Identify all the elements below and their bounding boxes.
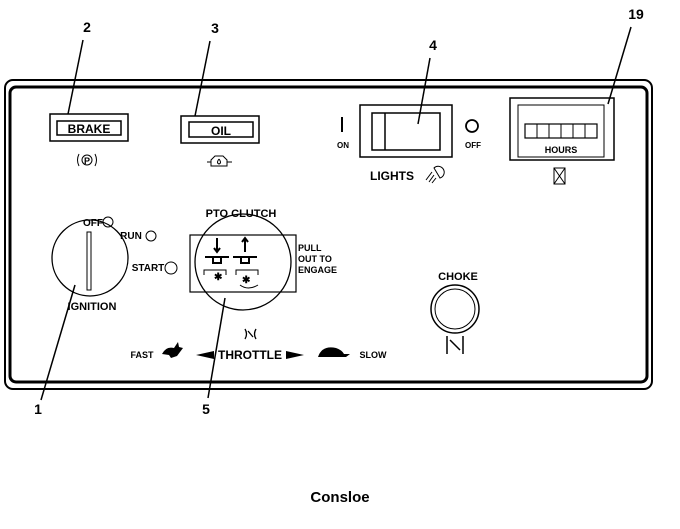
throttle-choke-symbol (244, 328, 257, 340)
hourglass-icon (553, 167, 566, 185)
pto-instruction-2: OUT TO (298, 254, 332, 264)
pto-clutch-knob[interactable]: PTO CLUTCH ✱ ✱ PULL OUT TO ENGAGE (189, 208, 337, 311)
throttle-label: THROTTLE (218, 348, 282, 362)
choke-label: CHOKE (438, 271, 478, 283)
brake-label: BRAKE (68, 122, 111, 136)
headlight-icon (425, 165, 445, 184)
turtle-icon (318, 347, 350, 357)
caption: Consloe (310, 489, 369, 506)
callout-2: 2 (83, 19, 91, 35)
brake-indicator: BRAKE P (49, 113, 129, 167)
ignition-switch[interactable]: OFF RUN START IGNITION (51, 216, 178, 313)
ignition-run-label: RUN (120, 231, 142, 242)
hour-meter: HOURS (509, 97, 615, 185)
choke-knob[interactable]: CHOKE (430, 271, 480, 354)
oil-pressure-icon (207, 155, 232, 167)
ignition-start-label: START (132, 263, 165, 274)
ignition-label: IGNITION (68, 301, 117, 313)
oil-indicator: OIL (180, 115, 260, 167)
panel-outer (4, 79, 653, 390)
throttle-slow-label: SLOW (360, 350, 388, 360)
svg-text:✱: ✱ (214, 272, 223, 283)
callout-3: 3 (211, 20, 219, 36)
rabbit-icon (162, 342, 183, 358)
hours-label: HOURS (545, 145, 578, 155)
callout-19: 19 (628, 6, 644, 22)
callout-5: 5 (202, 401, 210, 417)
panel-inner (8, 85, 649, 384)
choke-icon (446, 336, 464, 354)
callout-4: 4 (429, 37, 437, 53)
callout-1: 1 (34, 401, 42, 417)
parking-brake-icon: P (77, 153, 97, 167)
throttle-fast-label: FAST (130, 350, 154, 360)
oil-label: OIL (211, 124, 231, 138)
throttle-lever[interactable]: FAST THROTTLE SLOW (130, 328, 388, 362)
lights-label: LIGHTS (370, 169, 414, 183)
lights-on-label: ON (337, 141, 349, 150)
ignition-off-label: OFF (83, 218, 103, 229)
svg-text:✱: ✱ (242, 275, 251, 286)
svg-text:P: P (84, 156, 90, 166)
callouts: 2 3 4 19 1 5 (34, 6, 644, 417)
pto-instruction-3: ENGAGE (298, 265, 337, 275)
pto-instruction-1: PULL (298, 243, 322, 253)
lights-switch[interactable]: ON OFF LIGHTS (337, 104, 481, 184)
lights-off-label: OFF (465, 141, 481, 150)
